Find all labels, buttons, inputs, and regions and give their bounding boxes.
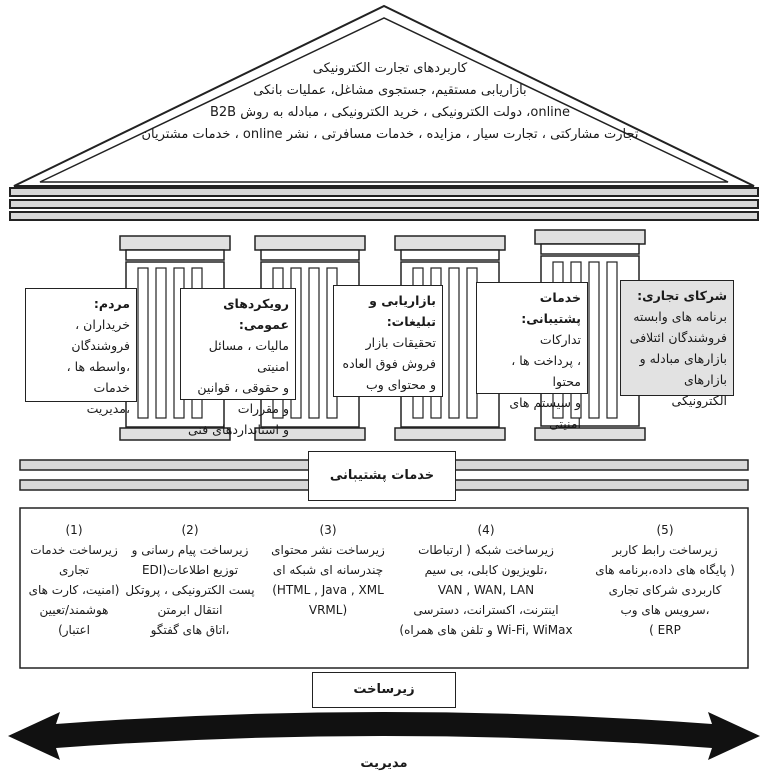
infra-line: ERP ) [649,623,681,637]
pillar-line: بازارهای مبادله و [639,351,727,366]
infra-line: پست الکترونیکی ، پروتکل [125,583,255,597]
infra-line: ،سرویس های وب [620,603,710,617]
infra-line: ،اتاق های گفتگو [150,623,230,637]
pillar-label-public-policy: رویکردهای عمومی: مالیات ، مسائل امنیتی و… [180,288,296,437]
infra-line: VAN , WAN, LAN [437,583,535,597]
roof-title: کاربردهای تجارت الکترونیکی [312,61,468,76]
pillar-line: بازارهای الکترونیکی [671,372,727,408]
pillar-line: و محتوای وب [365,377,436,392]
pillar-line: مالیات ، مسائل امنیتی [208,338,289,374]
pillar-line: ، پرداخت ها ، محتوا [511,353,581,389]
infra-line: هوشمند/تعیین [39,603,109,617]
infra-line: (VRML [308,603,348,617]
infra-line: HTML , Java , XML) [272,583,384,597]
pillar-label-business-partners: شرکای تجاری: برنامه های وابسته فروشندگان… [620,280,734,408]
infra-line: اعتبار) [58,623,90,637]
infra-line: Wi-Fi, WiMax و تلفن های همراه) [399,623,573,637]
pillar-line: خریداران ، فروشندگان [71,317,130,353]
pillar-label-people: مردم: خریداران ، فروشندگان ،واسطه ها ، خ… [25,288,137,416]
roof-text: کاربردهای تجارت الکترونیکی بازاریابی مست… [130,58,650,146]
infra-line: (امنیت، کارت های [28,583,120,597]
infrastructure-label: زیرساخت [312,672,456,708]
pillar-line: تحقیقات بازار [365,335,436,350]
infra-line: زیرساخت شبکه ( ارتباطات [418,543,554,557]
pillar-line: و حقوقی ، قوانین [197,380,289,395]
pillar-line: فروش فوق العاده [342,356,436,371]
pillar-line: تدارکات [539,332,581,347]
pillar-label-marketing: بازاریابی و تبلیغات: تحقیقات بازار فروش … [333,285,443,397]
infra-col-2: (2) زیرساخت پیام رسانی و توزیع اطلاعات(E… [110,520,270,650]
pillar-line: و سیستم های امنیتی [509,395,581,431]
infra-line: زیرساخت نشر محتوای [271,543,385,557]
pillar-label-support-services: خدمات پشتیبانی: تدارکات ، پرداخت ها ، مح… [476,282,588,431]
infra-num: (2) [181,523,199,537]
infra-num: (4) [477,523,495,537]
infra-line: زیرساخت رابط کاربر [612,543,718,557]
infra-line: چندرسانه ای شبکه ای [272,563,384,577]
pillar-line: برنامه های وابسته [633,309,727,324]
pillar-title: رویکردهای عمومی: [223,296,289,332]
infra-num: (3) [319,523,337,537]
pillar-title: بازاریابی و تبلیغات: [369,293,436,329]
infra-num: (1) [65,523,83,537]
roof-line-3: تجارت مشارکتی ، تجارت سیار ، مزایده ، خد… [141,127,639,142]
support-services-label: خدمات پشتیبانی [308,451,456,501]
infra-col-5: (5) زیرساخت رابط کاربر ( پایگاه های داده… [590,520,740,650]
pillar-line: و استانداردهای فنی [188,422,289,437]
pillar-title: شرکای تجاری: [637,288,727,303]
infra-line: کاربردی شرکای تجاری [608,583,722,597]
management-arrow [8,712,760,760]
roof-line-1: بازاریابی مستقیم، جستجوی مشاغل، عملیات ب… [253,83,527,98]
management-label: مدیریت [360,756,408,771]
pillar-title: مردم: [93,296,130,311]
infra-col-3: (3) زیرساخت نشر محتوای چندرسانه ای شبکه … [262,520,394,650]
infra-line: اینترنت، اکسترانت، دسترسی [413,603,559,617]
pillar-title: خدمات پشتیبانی: [521,290,581,326]
pillar-line: ،مدیریت [86,401,130,416]
roof-line-2: online، دولت الکترونیکی ، خرید الکترونیک… [209,105,571,120]
infra-line: توزیع اطلاعات(EDI [141,563,239,577]
infrastructure-box [19,507,749,669]
infra-line: زیرساخت خدمات [30,543,118,557]
pillar-line: و مقررات [237,401,289,416]
infra-num: (5) [656,523,674,537]
infra-line: ( پایگاه های داده،برنامه های [595,563,735,577]
infra-line: تجاری [59,563,89,577]
pillar-line: فروشندگان ائتلافی [629,330,727,345]
infra-line: ،تلویزیون کابلی، بی سیم [424,563,548,577]
infra-line: انتقال ابرمتن [157,603,223,617]
infra-col-4: (4) زیرساخت شبکه ( ارتباطات ،تلویزیون کا… [388,520,584,650]
roof [9,4,759,221]
infra-col-1: (1) زیرساخت خدمات تجاری (امنیت، کارت های… [24,520,124,650]
infra-line: زیرساخت پیام رسانی و [131,543,249,557]
pillar-line: ،واسطه ها ، خدمات [66,359,130,395]
